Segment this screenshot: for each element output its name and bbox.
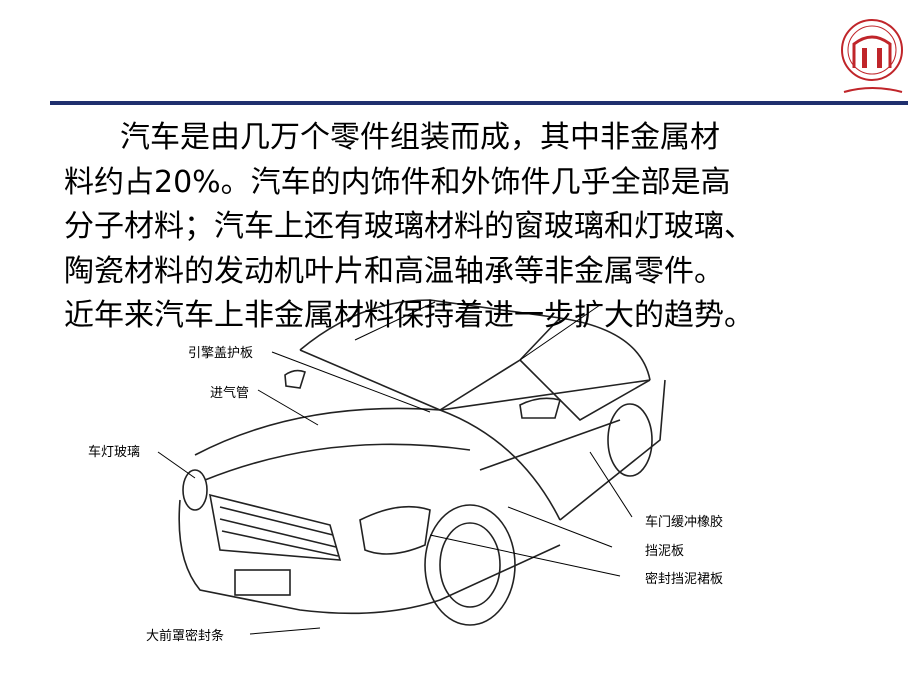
label-front-hood-seal: 大前罩密封条 xyxy=(146,629,225,644)
label-hood-panel: 引擎盖护板 xyxy=(188,346,254,361)
paragraph-line-1: 汽车是由几万个零件组装而成，其中非金属材 xyxy=(120,120,720,155)
label-seal-fender-skirt: 密封挡泥裙板 xyxy=(645,572,724,587)
paragraph-line-5: 近年来汽车上非金属材料保持着进一步扩大的趋势。 xyxy=(64,298,754,333)
label-lamp-glass: 车灯玻璃 xyxy=(88,445,141,460)
body-paragraph: 汽车是由几万个零件组装而成，其中非金属材 料约占20%。汽车的内饰件和外饰件几乎… xyxy=(64,116,884,339)
university-logo xyxy=(841,19,903,93)
paragraph-line-4: 陶瓷材料的发动机叶片和高温轴承等非金属零件。 xyxy=(64,253,724,289)
label-fender: 挡泥板 xyxy=(645,544,685,559)
label-intake-pipe: 进气管 xyxy=(210,386,250,401)
paragraph-line-3: 分子材料；汽车上还有玻璃材料的窗玻璃和灯玻璃、 xyxy=(64,209,754,244)
label-door-buffer-rubber: 车门缓冲橡胶 xyxy=(645,515,724,530)
header-divider xyxy=(50,101,908,105)
paragraph-line-2: 料约占20%。汽车的内饰件和外饰件几乎全部是高 xyxy=(64,164,731,200)
